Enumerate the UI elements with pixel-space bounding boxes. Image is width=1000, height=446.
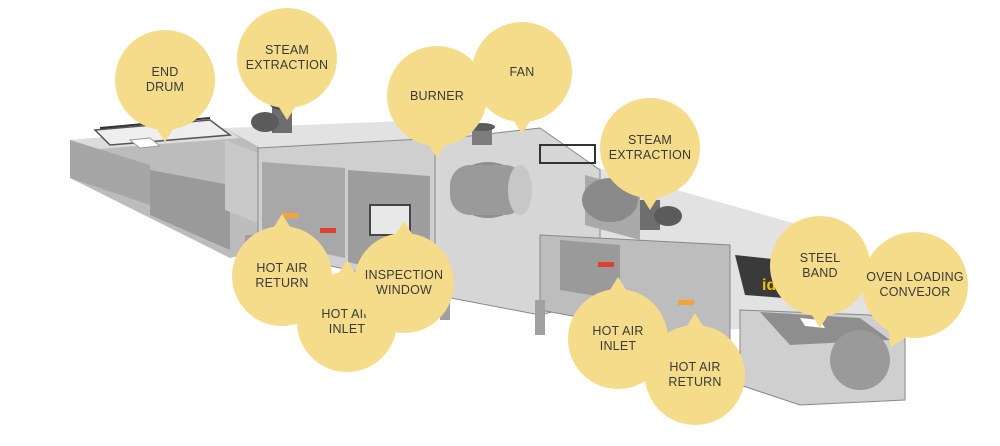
callout-burner: BURNER [387,46,487,146]
callout-label: INSPECTION WINDOW [364,268,444,297]
callout-steam-extraction-left: STEAM EXTRACTION [237,8,337,108]
callout-fan: FAN [472,22,572,122]
callout-label: FAN [509,64,535,79]
callout-label: STEAM EXTRACTION [245,43,329,72]
callout-label: OVEN LOADING CONVEJOR [866,270,964,299]
callout-hot-air-return-right: HOT AIR RETURN [645,325,745,425]
callout-label: HOT AIR RETURN [255,261,309,290]
callout-inspection-window: INSPECTION WINDOW [354,233,454,333]
callout-steel-band: STEEL BAND [770,216,870,316]
oven-body: idi [225,120,900,346]
callout-label: HOT AIR INLET [592,324,644,353]
callout-label: STEEL BAND [799,251,841,280]
callout-label: STEAM EXTRACTION [608,133,692,162]
callout-label: BURNER [410,88,464,103]
callout-label: HOT AIR RETURN [668,360,722,389]
callout-label: END DRUM [145,65,185,94]
callout-end-drum: END DRUM [115,30,215,130]
callout-oven-loading-conveyor: OVEN LOADING CONVEJOR [862,232,968,338]
callout-steam-extraction-right: STEAM EXTRACTION [600,98,700,198]
callout-label: HOT AIR INLET [321,307,373,336]
